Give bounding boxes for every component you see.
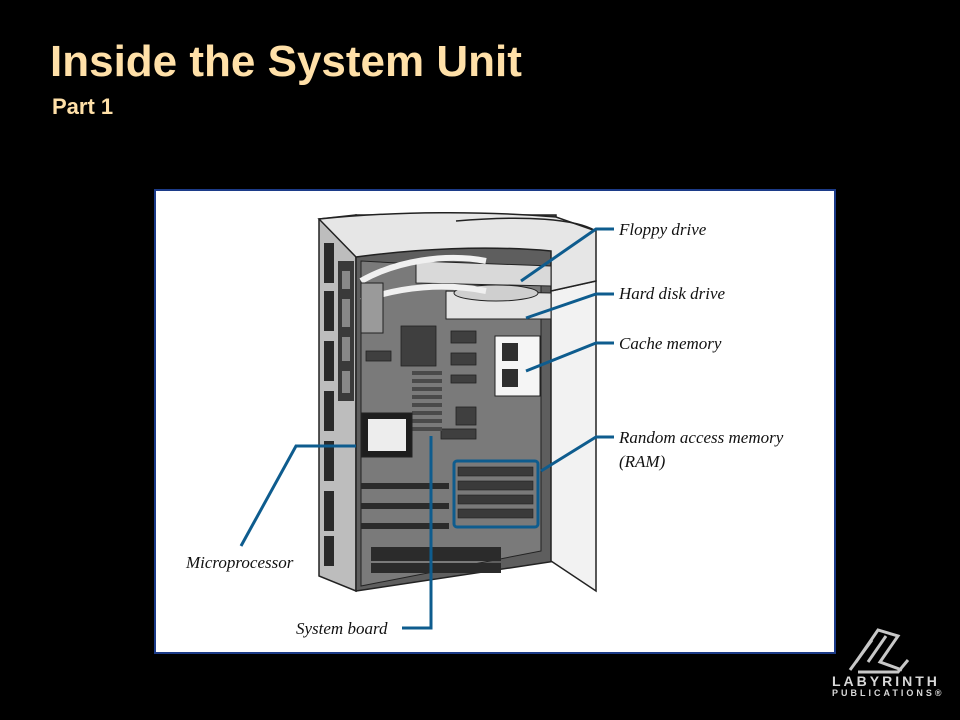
computer-case-illustration — [317, 211, 597, 593]
logo-name: LABYRINTH — [832, 673, 940, 689]
hard-disk-callout-line — [525, 292, 614, 320]
floppy-callout-line — [520, 227, 614, 283]
cache-callout-line — [525, 341, 614, 373]
system-board-callout-line — [402, 436, 433, 630]
hard-disk-drive-label: Hard disk drive — [618, 284, 726, 303]
system-unit-diagram: Floppy drive Hard disk drive Cache memor… — [185, 211, 784, 638]
diagram-frame: Floppy drive Hard disk drive Cache memor… — [154, 189, 836, 654]
ram-label-line1: Random access memory — [618, 428, 784, 447]
system-board-label: System board — [296, 619, 388, 638]
ram-label-line2: (RAM) — [619, 452, 666, 471]
slide-subtitle: Part 1 — [52, 94, 114, 119]
microprocessor-callout-line — [239, 444, 356, 547]
microprocessor-label: Microprocessor — [185, 553, 294, 572]
logo-subname: PUBLICATIONS® — [832, 688, 945, 698]
ram-callout-line — [540, 435, 614, 473]
cache-memory-label: Cache memory — [619, 334, 722, 353]
slide-title: Inside the System Unit — [50, 37, 522, 86]
floppy-drive-label: Floppy drive — [618, 220, 707, 239]
labyrinth-logo-icon — [848, 628, 910, 674]
